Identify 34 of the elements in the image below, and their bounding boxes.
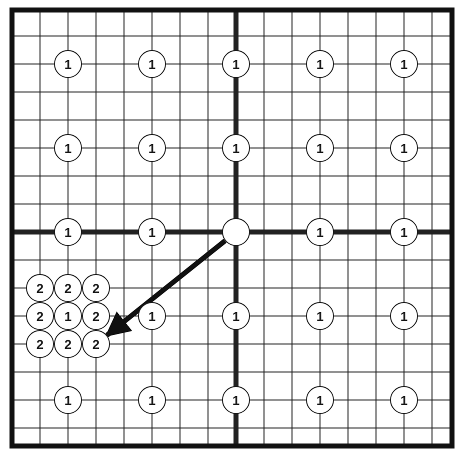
numbered-circle: 1 xyxy=(54,386,82,414)
numbered-circle: 1 xyxy=(390,302,418,330)
numbered-circle: 1 xyxy=(138,50,166,78)
numbered-circle: 1 xyxy=(54,50,82,78)
numbered-circle: 2 xyxy=(26,302,54,330)
numbered-circle: 1 xyxy=(222,302,250,330)
numbered-circle: 1 xyxy=(54,302,82,330)
numbered-circle: 1 xyxy=(306,50,334,78)
numbered-circle: 1 xyxy=(222,134,250,162)
numbered-circle: 2 xyxy=(82,330,110,358)
numbered-circle: 2 xyxy=(82,302,110,330)
numbered-circle: 2 xyxy=(82,274,110,302)
numbered-circle: 2 xyxy=(54,330,82,358)
numbered-circle: 1 xyxy=(390,218,418,246)
numbered-circle: 1 xyxy=(390,134,418,162)
numbered-circle: 1 xyxy=(306,134,334,162)
numbered-circle: 1 xyxy=(390,386,418,414)
numbered-circle: 1 xyxy=(306,386,334,414)
numbered-circle: 1 xyxy=(222,50,250,78)
numbered-circle: 1 xyxy=(54,134,82,162)
numbered-circle: 1 xyxy=(222,386,250,414)
numbered-circle: 1 xyxy=(54,218,82,246)
numbered-circle: 1 xyxy=(390,50,418,78)
arrow xyxy=(104,238,227,338)
numbered-circle: 1 xyxy=(138,218,166,246)
empty-circle xyxy=(222,218,250,246)
numbered-circle: 2 xyxy=(54,274,82,302)
numbered-circle: 1 xyxy=(306,302,334,330)
numbered-circle: 1 xyxy=(306,218,334,246)
numbered-circle: 2 xyxy=(26,274,54,302)
numbered-circle: 2 xyxy=(26,330,54,358)
numbered-circle: 1 xyxy=(138,134,166,162)
numbered-circle: 1 xyxy=(138,386,166,414)
numbered-circle: 1 xyxy=(138,302,166,330)
